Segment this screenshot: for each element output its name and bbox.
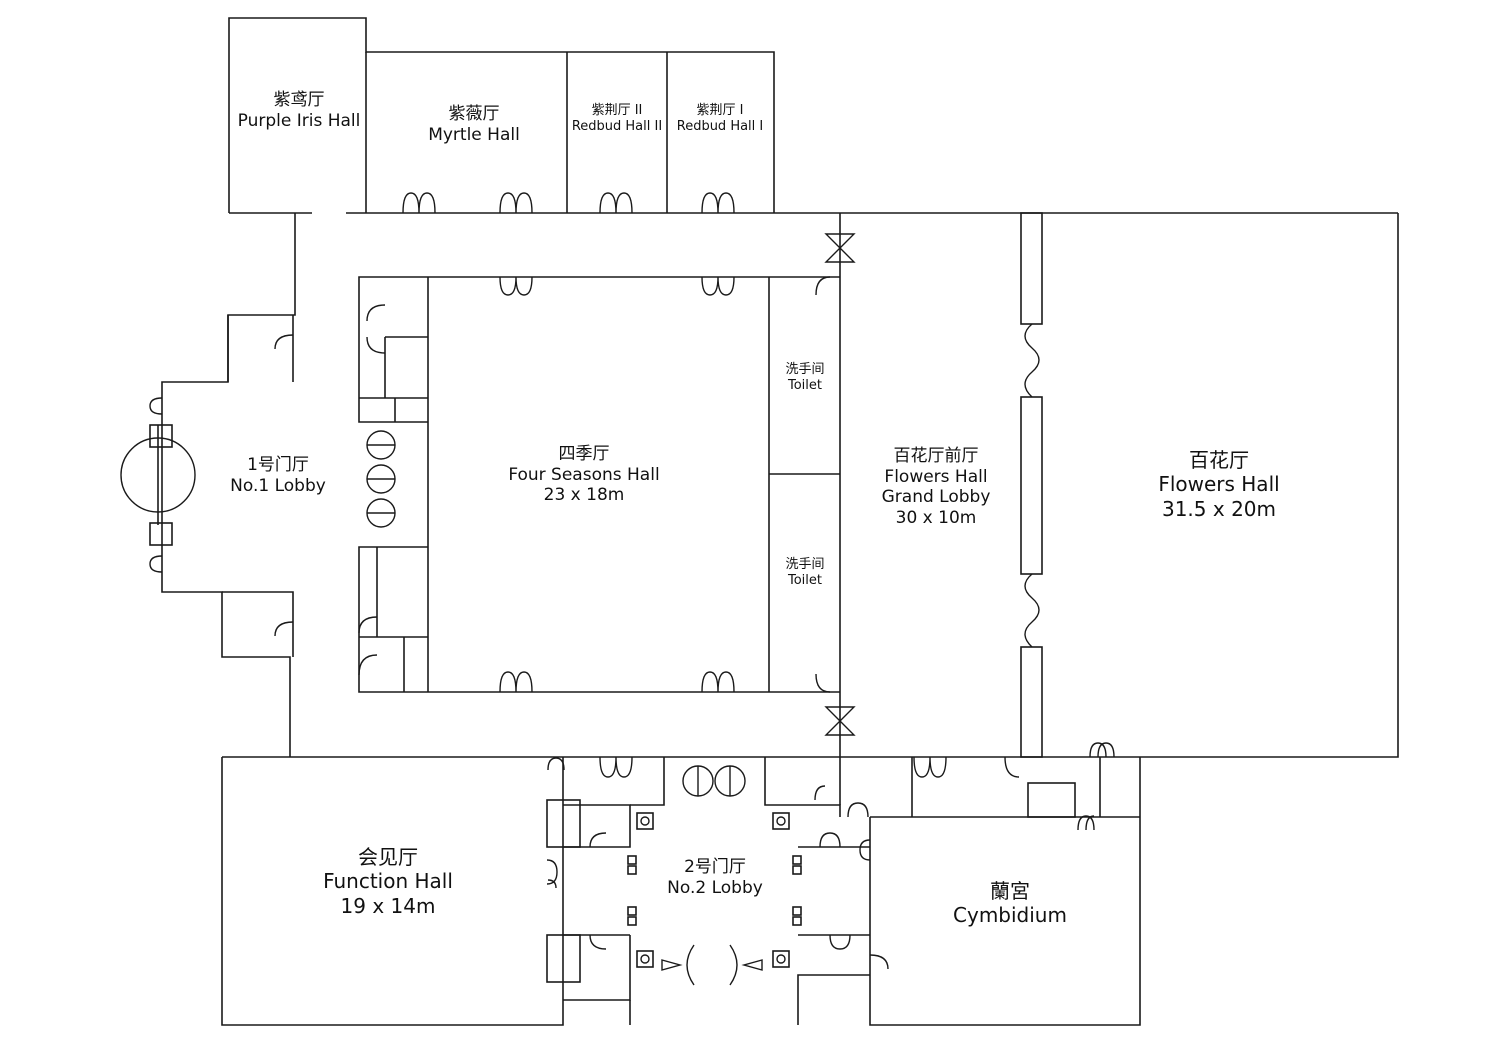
toilet-upper-en: Toilet — [787, 377, 823, 393]
no2-lobby-en: No.2 Lobby — [667, 877, 763, 898]
flowers-hall-size: 31.5 x 20m — [1161, 496, 1276, 521]
room-label-function-hall: 会见厅 Function Hall 19 x 14m — [323, 845, 453, 918]
purple-iris-hall-cn: 紫鸢厅 — [273, 90, 325, 110]
function-hall-size: 19 x 14m — [340, 893, 436, 918]
no1-lobby-cn: 1号门厅 — [247, 455, 309, 475]
room-label-four-seasons-hall: 四季厅 Four Seasons Hall 23 x 18m — [508, 444, 659, 506]
building-outline — [161, 213, 1399, 758]
room-label-toilet-lower: 洗手间 Toilet — [785, 557, 824, 589]
toilet-upper-cn: 洗手间 — [785, 362, 825, 377]
four-seasons-hall-en: Four Seasons Hall — [508, 464, 660, 485]
flowers-hall-partitions — [1020, 212, 1043, 758]
upper-halls-walls — [228, 17, 1398, 214]
cymbidium-en: Cymbidium — [953, 903, 1067, 928]
purple-iris-hall-en: Purple Iris Hall — [237, 110, 361, 131]
redbud-hall-1-en: Redbud Hall I — [676, 118, 764, 134]
no2-lobby-cn: 2号门厅 — [684, 857, 746, 877]
redbud-hall-1-cn: 紫荆厅 I — [696, 103, 744, 118]
redbud-hall-2-en: Redbud Hall II — [571, 118, 663, 134]
cymbidium-cn: 蘭宮 — [989, 879, 1030, 903]
redbud-hall-2-cn: 紫荆厅 II — [591, 103, 643, 118]
no1-lobby-en: No.1 Lobby — [230, 475, 326, 496]
flowers-hall-en: Flowers Hall — [1158, 472, 1280, 497]
room-label-toilet-upper: 洗手间 Toilet — [785, 362, 824, 394]
flowers-lobby-en2: Grand Lobby — [881, 487, 991, 508]
flowers-lobby-cn: 百花厅前厅 — [893, 446, 979, 466]
room-label-flowers-hall-grand-lobby: 百花厅前厅 Flowers Hall Grand Lobby 30 x 10m — [882, 446, 991, 529]
room-label-no2-lobby: 2号门厅 No.2 Lobby — [667, 857, 763, 898]
room-label-no1-lobby: 1号门厅 No.1 Lobby — [230, 455, 326, 496]
room-label-flowers-hall: 百花厅 Flowers Hall 31.5 x 20m — [1158, 448, 1279, 521]
room-label-redbud-hall-1: 紫荆厅 I Redbud Hall I — [677, 103, 764, 135]
lower-section-walls — [221, 756, 1141, 1026]
flowers-hall-cn: 百花厅 — [1189, 448, 1249, 472]
myrtle-hall-en: Myrtle Hall — [428, 124, 520, 145]
four-seasons-hall-size: 23 x 18m — [543, 485, 625, 506]
room-label-redbud-hall-2: 紫荆厅 II Redbud Hall II — [572, 103, 662, 135]
door-swings — [120, 192, 1115, 986]
room-label-cymbidium: 蘭宮 Cymbidium — [953, 879, 1067, 928]
four-seasons-walls — [358, 213, 841, 757]
flowers-lobby-en1: Flowers Hall — [884, 466, 988, 487]
room-label-myrtle-hall: 紫薇厅 Myrtle Hall — [428, 104, 520, 145]
four-seasons-hall-cn: 四季厅 — [558, 444, 610, 464]
myrtle-hall-cn: 紫薇厅 — [448, 104, 500, 124]
toilet-lower-cn: 洗手间 — [785, 557, 825, 572]
flowers-lobby-size: 30 x 10m — [895, 508, 977, 529]
toilet-lower-en: Toilet — [787, 572, 823, 588]
room-label-purple-iris-hall: 紫鸢厅 Purple Iris Hall — [238, 90, 361, 131]
function-hall-cn: 会见厅 — [358, 845, 418, 869]
function-hall-en: Function Hall — [323, 869, 453, 894]
